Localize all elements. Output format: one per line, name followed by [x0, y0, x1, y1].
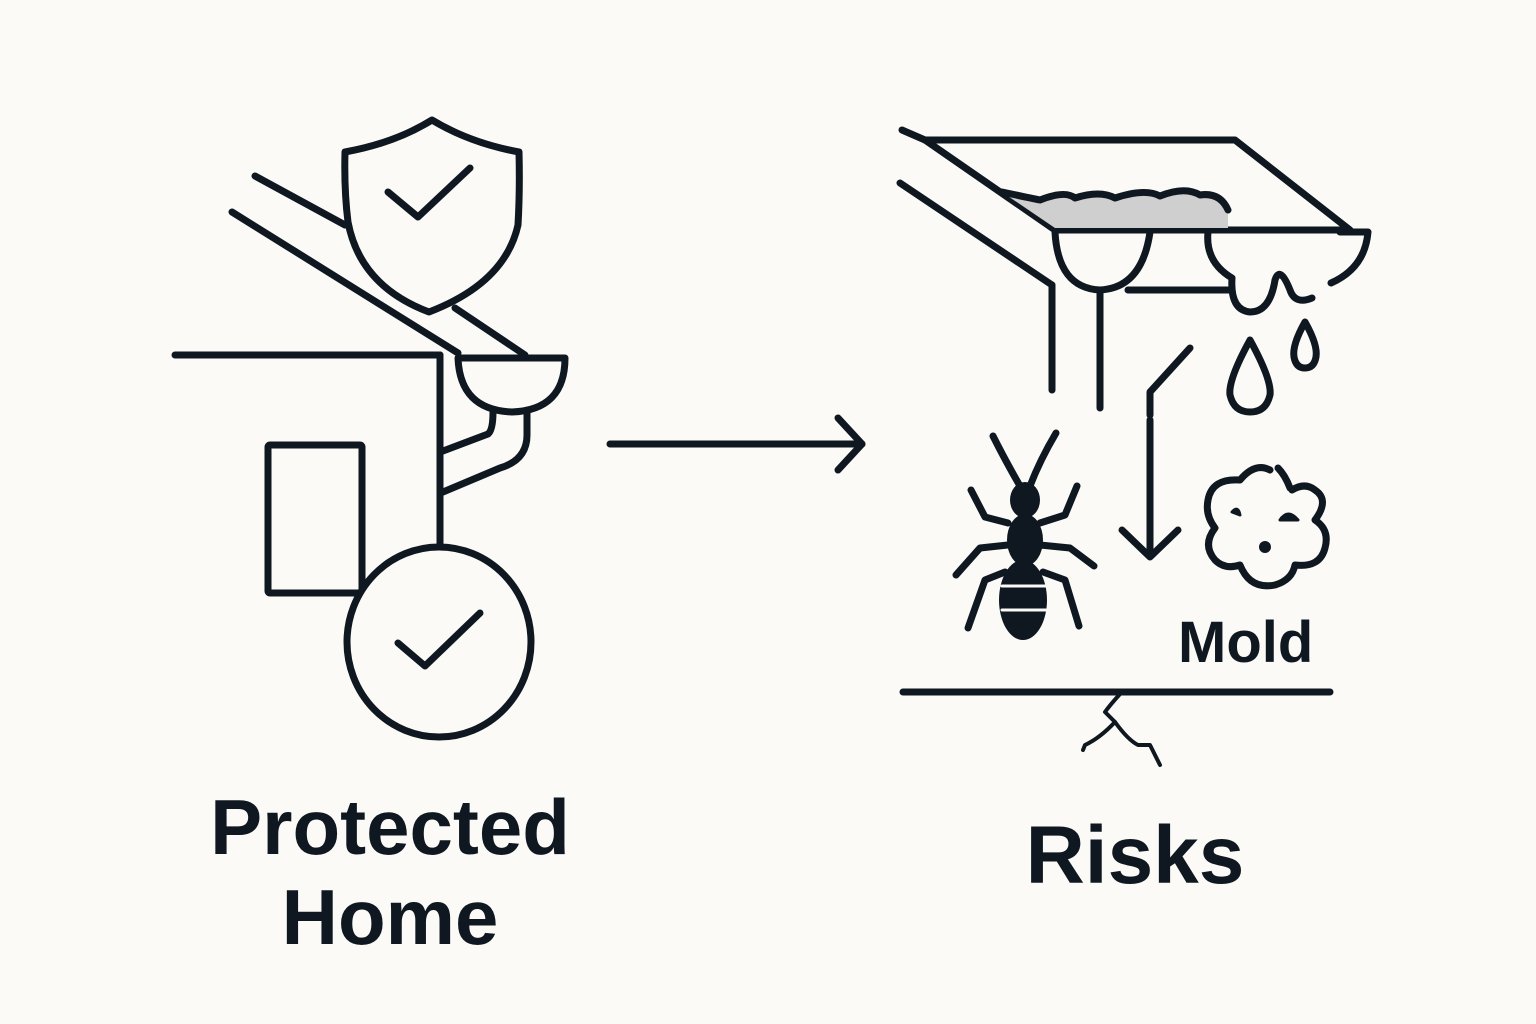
- risks-title: Risks: [1025, 810, 1245, 901]
- water-drops-icon: [1226, 318, 1320, 416]
- shield-check-icon: [341, 116, 523, 316]
- circle-check-icon: [343, 543, 535, 741]
- protected-home-title-line2: Home: [281, 873, 499, 961]
- house-gutter-icon: [171, 172, 569, 597]
- termite-icon: [952, 429, 1098, 640]
- arrow-right-icon: [606, 414, 866, 474]
- foundation-crack-icon: [899, 688, 1334, 767]
- protected-home-title: Protected Home: [150, 782, 630, 962]
- mold-label: Mold: [1178, 610, 1314, 675]
- down-arrow-icon: [1118, 344, 1194, 561]
- mold-icon: [1203, 464, 1330, 590]
- clogged-gutter-icon: [896, 126, 1372, 412]
- protected-home-title-line1: Protected: [210, 783, 570, 871]
